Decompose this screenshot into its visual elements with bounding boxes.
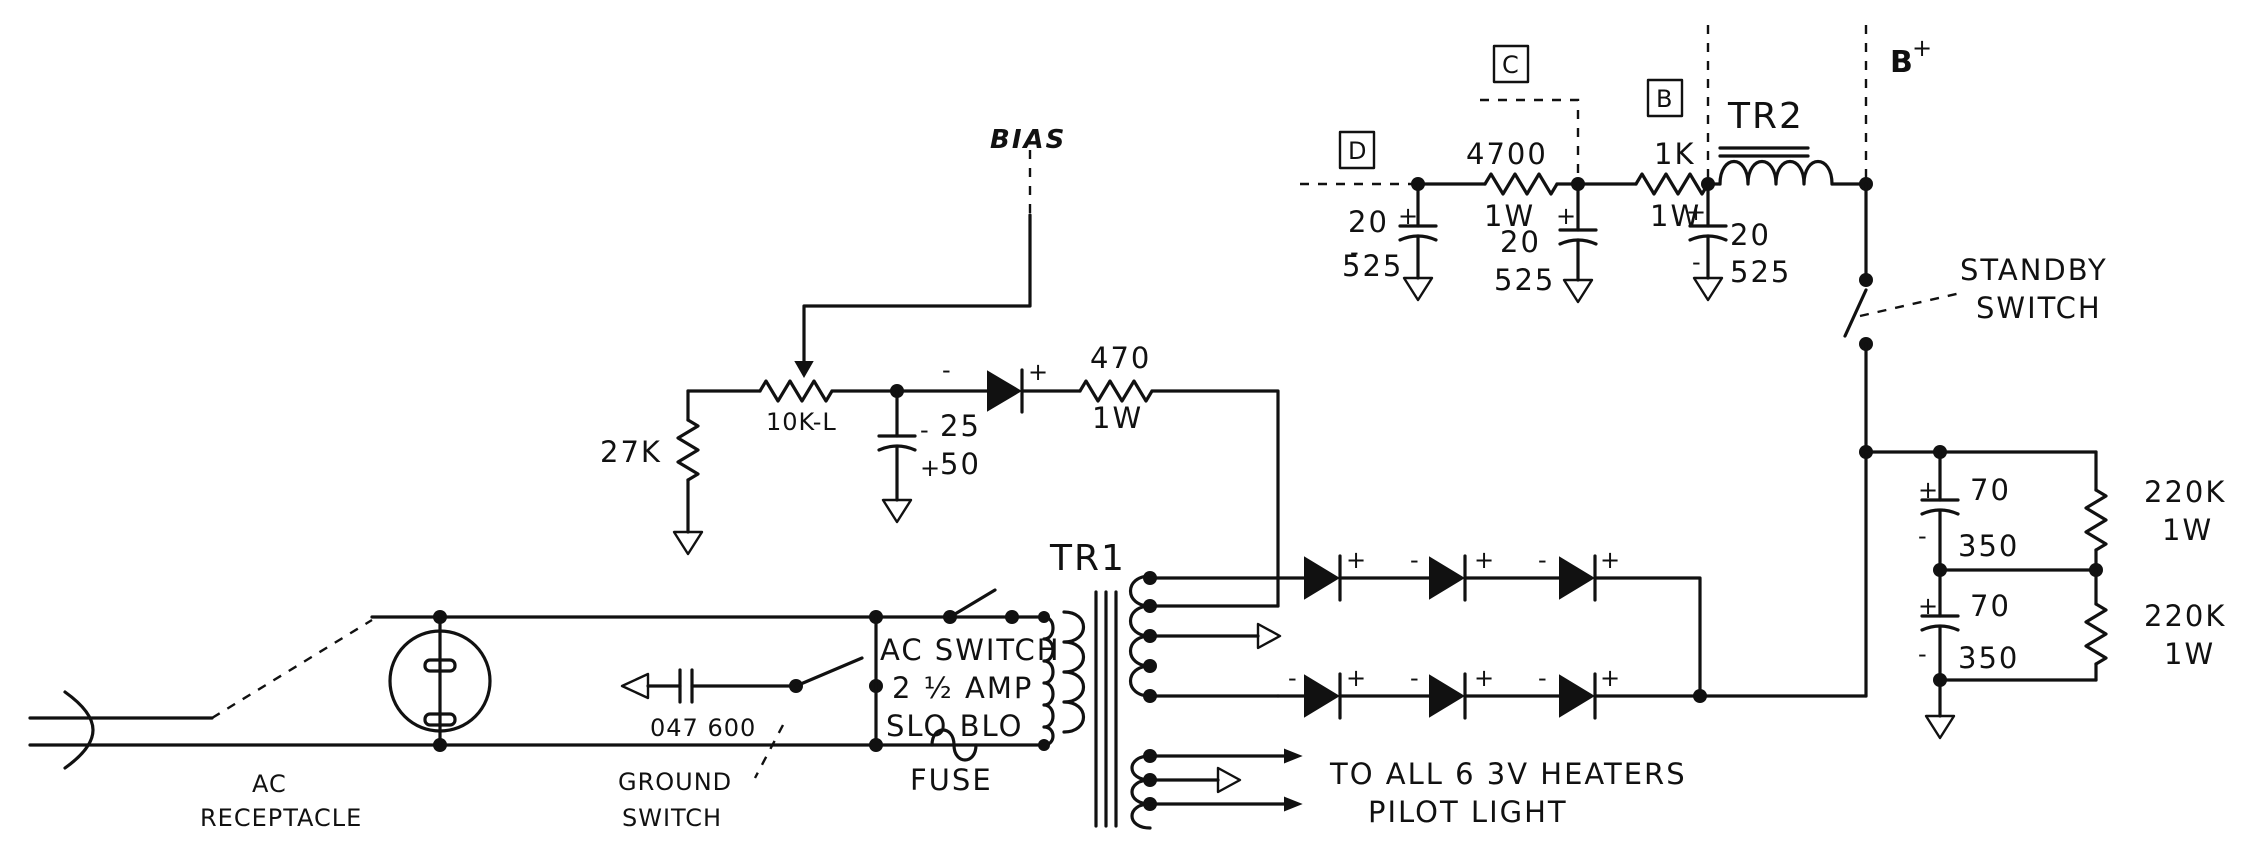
svg-text:+: + <box>920 454 941 482</box>
filter-cap-2-value: 70 <box>1970 589 2011 623</box>
svg-text:-: - <box>1538 546 1548 574</box>
bleeder-1-watt: 1W <box>2162 513 2213 547</box>
ac-switch-blade <box>948 588 997 619</box>
polarity-marks: + + + - - - + - + + - + - + - + - + - + … <box>920 198 1939 692</box>
capacitor-d <box>1398 182 1438 302</box>
resistor-1k <box>1634 172 1710 196</box>
capacitor-c <box>1558 182 1598 304</box>
bleeder-resistor-2 <box>2084 568 2108 682</box>
ground-cap-label: 047 600 <box>650 714 756 742</box>
resistor-4700 <box>1483 172 1559 196</box>
ground-switch-label-1: GROUND <box>618 768 732 796</box>
svg-text:+: + <box>1600 664 1621 692</box>
ac-input <box>28 588 1055 779</box>
resistor-470 <box>1078 379 1154 403</box>
svg-text:+: + <box>1474 664 1495 692</box>
pot-10k-label: 10K-L <box>766 408 837 436</box>
tr2-label: TR2 <box>1727 96 1804 137</box>
svg-text:-: - <box>942 356 952 384</box>
capacitor-b <box>1688 182 1728 302</box>
r4700-watt: 1W <box>1484 199 1535 233</box>
filter-capacitor-1 <box>1920 450 1960 572</box>
r4700-value: 4700 <box>1466 137 1548 171</box>
rectifier-diodes <box>1276 554 1707 720</box>
cap-b-value: 20 <box>1730 218 1771 252</box>
r1k-watt: 1W <box>1650 199 1701 233</box>
svg-text:-: - <box>1538 664 1548 692</box>
svg-text:-: - <box>1692 248 1702 276</box>
svg-text:+: + <box>1556 202 1577 230</box>
svg-text:+: + <box>1686 198 1707 226</box>
cap-c-value: 20 <box>1500 225 1541 259</box>
svg-text:+: + <box>1398 202 1419 230</box>
svg-text:+: + <box>1474 546 1495 574</box>
potentiometer-10k <box>758 379 834 403</box>
svg-text:+: + <box>1918 592 1939 620</box>
b-plus-filter-chain <box>1300 25 2108 740</box>
bias-diode <box>987 370 1022 412</box>
ac-switch-label: AC SWITCH <box>880 633 1061 667</box>
svg-text:-: - <box>1410 664 1420 692</box>
cap-bias-value: 25 <box>940 409 981 443</box>
cap-c-voltage: 525 <box>1494 263 1555 297</box>
svg-text:+: + <box>1600 546 1621 574</box>
filter-cap-2-voltage: 350 <box>1958 641 2019 675</box>
standby-label-2: SWITCH <box>1976 291 2102 325</box>
fuse-label: FUSE <box>910 763 993 797</box>
choke-tr2 <box>1718 159 1834 186</box>
cap-d-value: 20 <box>1348 205 1389 239</box>
capacitor-bias <box>877 389 917 524</box>
r470-watt: 1W <box>1092 401 1143 435</box>
b-plus-label: B <box>1890 45 1914 80</box>
svg-text:+: + <box>1918 476 1939 504</box>
bias-label: BIAS <box>990 125 1066 155</box>
node-c-label: C <box>1502 51 1520 79</box>
ground-switch-label-2: SWITCH <box>622 804 722 832</box>
svg-text:+: + <box>1346 664 1367 692</box>
standby-label-1: STANDBY <box>1960 253 2108 287</box>
svg-text:+: + <box>1346 546 1367 574</box>
ac-receptacle-label-2: RECEPTACLE <box>200 804 362 832</box>
svg-text:-: - <box>1288 664 1298 692</box>
b-plus-sign: + <box>1912 34 1933 62</box>
resistor-27k <box>676 418 700 482</box>
cap-b-voltage: 525 <box>1730 255 1791 289</box>
fuse-rating-1: 2 ½ AMP <box>892 671 1033 705</box>
fuse-icon <box>930 728 978 762</box>
tr1-label: TR1 <box>1049 538 1126 579</box>
cap-bias-voltage: 50 <box>940 447 981 481</box>
ac-receptacle-label-1: AC <box>252 770 287 798</box>
node-d-label: D <box>1348 137 1367 165</box>
ac-plug-icon <box>63 690 95 770</box>
heaters-label-2: PILOT LIGHT <box>1368 795 1568 829</box>
svg-text:-: - <box>1918 640 1928 668</box>
bleeder-1-value: 220K <box>2144 475 2226 509</box>
r470-value: 470 <box>1090 341 1151 375</box>
bleeder-resistor-1 <box>2084 450 2108 572</box>
svg-text:-: - <box>1918 522 1928 550</box>
node-b-label: B <box>1656 85 1673 113</box>
filter-cap-1-voltage: 350 <box>1958 529 2019 563</box>
svg-text:-: - <box>1350 238 1360 266</box>
svg-text:-: - <box>1410 546 1420 574</box>
r27k-label: 27K <box>600 435 662 469</box>
heaters-label-1: TO ALL 6 3V HEATERS <box>1329 757 1687 791</box>
r1k-value: 1K <box>1654 137 1695 171</box>
ac-receptacle <box>388 629 492 733</box>
bleeder-2-watt: 1W <box>2164 637 2215 671</box>
svg-text:-: - <box>920 416 930 444</box>
bleeder-2-value: 220K <box>2144 599 2226 633</box>
filter-cap-1-value: 70 <box>1970 473 2011 507</box>
standby-switch-blade <box>1843 288 1868 338</box>
text-labels: BIAS D C B B + TR2 TR1 4700 1W 1K 1W 20 … <box>200 34 2226 832</box>
filter-capacitor-2 <box>1920 568 1960 682</box>
cap-d-voltage: 525 <box>1342 249 1403 283</box>
transformer-tr1 <box>1062 571 1303 830</box>
bias-supply <box>672 150 1280 580</box>
fuse-rating-2: SLO BLO <box>886 709 1023 743</box>
svg-text:+: + <box>1028 358 1049 386</box>
